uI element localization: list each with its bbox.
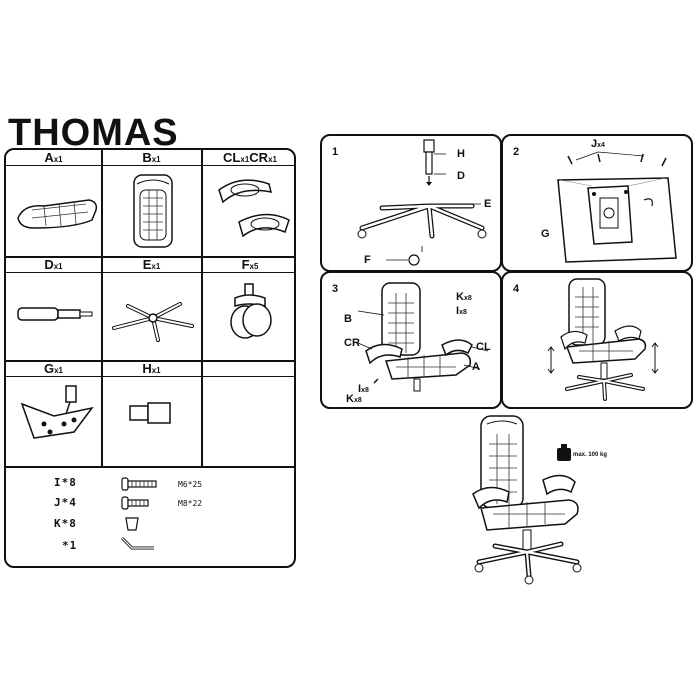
part-header-cl-cr: CLx1CRx1 <box>202 150 294 166</box>
label-e: E <box>484 198 492 210</box>
step-4-panel: 4 <box>501 271 693 409</box>
backrest-illustration <box>133 174 173 248</box>
step-number: 3 <box>332 283 339 295</box>
label-d: D <box>457 170 465 182</box>
hardware-spec-i: M6*25 <box>178 480 203 489</box>
step-3-panel: 3 Kx8 Ix8 B CR CL A Ix8 Kx8 <box>320 271 502 409</box>
label-a: A <box>472 361 480 373</box>
grid-divider <box>6 256 294 258</box>
grid-divider <box>6 360 294 362</box>
hardware-code-key: *1 <box>62 539 78 552</box>
hardware-code-k: K*8 <box>54 517 77 530</box>
step-1-diagram <box>357 139 487 266</box>
bolt-m8-icon <box>121 496 149 510</box>
step-number: 4 <box>513 283 520 295</box>
step-4-diagram <box>547 278 659 401</box>
allen-key-icon <box>120 536 154 550</box>
grid-divider <box>201 150 203 466</box>
part-header-b: Bx1 <box>102 150 201 166</box>
part-header-e: Ex1 <box>102 257 201 273</box>
hardware-spec-j: M8*22 <box>178 499 203 508</box>
hardware-code-j: J*4 <box>54 496 77 509</box>
weight-icon <box>557 444 571 461</box>
gas-lift-cover-illustration <box>129 402 171 424</box>
label-j: Jx4 <box>591 138 605 150</box>
step-number: 2 <box>513 146 520 158</box>
grid-divider <box>101 150 103 466</box>
bolt-m6-icon <box>121 477 157 491</box>
grid-divider <box>6 466 294 468</box>
step-3-diagram <box>357 282 489 392</box>
seat-illustration <box>17 199 98 229</box>
label-g: G <box>541 228 550 240</box>
part-header-h: Hx1 <box>102 361 201 377</box>
parts-list-table: Ax1 Bx1 CLx1CRx1 Dx1 Ex1 Fx5 Gx1 Hx1 <box>4 148 296 568</box>
label-f: F <box>364 254 371 266</box>
label-i-bottom: Ix8 <box>358 383 369 395</box>
label-i-top: Ix8 <box>456 305 467 317</box>
step-2-panel: 2 Jx4 G <box>501 134 693 272</box>
part-header-empty <box>202 361 294 377</box>
assembled-chair-illustration <box>472 415 582 585</box>
gas-lift-illustration <box>17 307 93 321</box>
washer-icon <box>125 517 139 531</box>
step-1-panel: 1 H D E F <box>320 134 502 272</box>
tilt-mechanism-illustration <box>20 385 94 439</box>
part-header-g: Gx1 <box>6 361 101 377</box>
part-header-a: Ax1 <box>6 150 101 166</box>
armrests-illustration <box>218 179 290 238</box>
step-number: 1 <box>332 146 339 158</box>
label-h: H <box>457 148 465 160</box>
caster-illustration <box>230 283 272 339</box>
label-b: B <box>344 313 352 325</box>
step-2-diagram <box>557 151 677 263</box>
label-cr: CR <box>344 337 360 349</box>
label-cl: CL <box>476 341 491 353</box>
part-header-d: Dx1 <box>6 257 101 273</box>
hardware-code-i: I*8 <box>54 476 77 489</box>
label-k-bottom: Kx8 <box>346 393 362 405</box>
max-load-label: max. 100 kg <box>573 452 608 458</box>
part-header-f: Fx5 <box>202 257 294 273</box>
label-k-top: Kx8 <box>456 291 472 303</box>
star-base-illustration <box>112 302 194 342</box>
product-title: THOMAS <box>8 112 179 154</box>
